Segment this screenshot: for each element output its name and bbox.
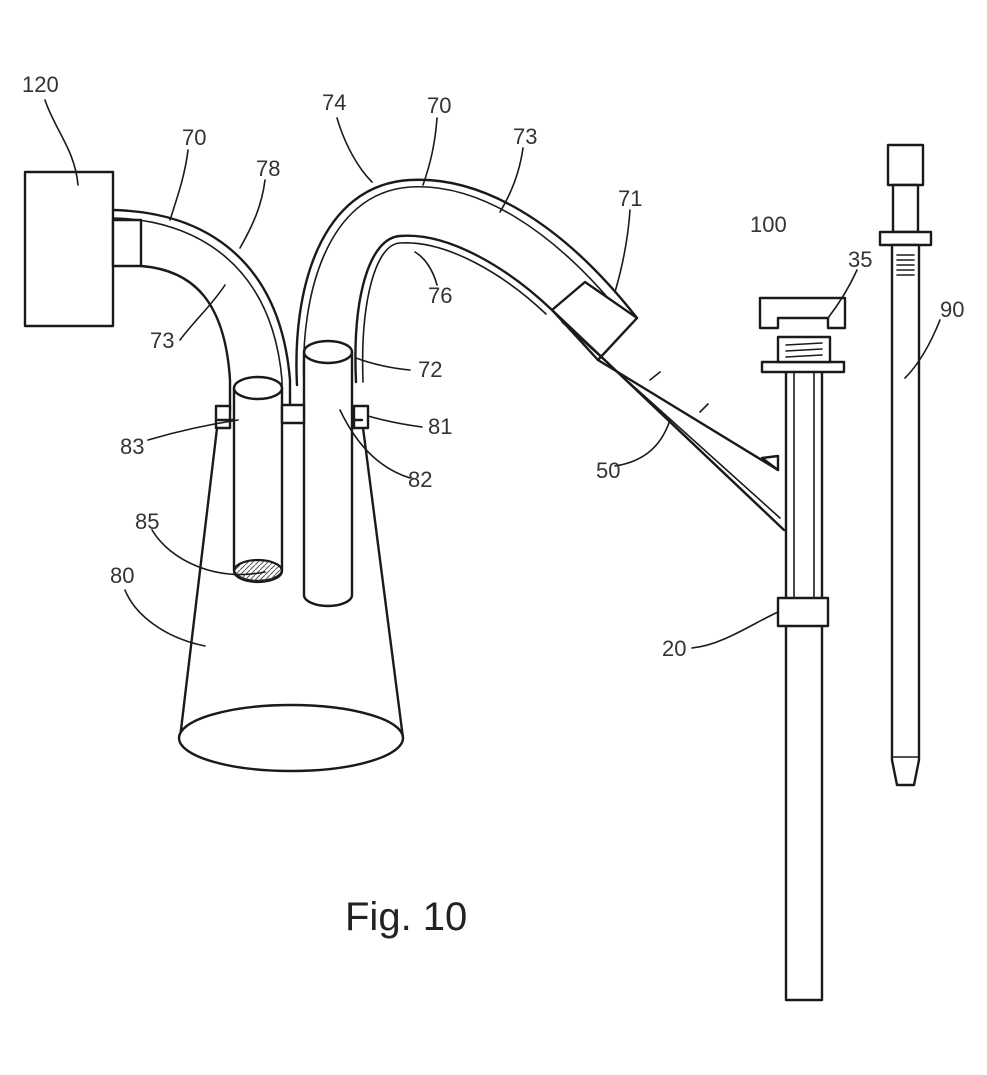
label-71: 71 — [618, 186, 642, 211]
tube-83 — [232, 375, 284, 584]
label-82: 82 — [408, 467, 432, 492]
label-70-top: 70 — [427, 93, 451, 118]
rod-90 — [878, 143, 933, 787]
thread-35 — [785, 342, 823, 358]
label-81: 81 — [428, 414, 452, 439]
label-120: 120 — [22, 72, 59, 97]
left-tube-70 — [111, 208, 292, 412]
label-73-left: 73 — [150, 328, 174, 353]
bridge-piece — [280, 403, 306, 425]
box-120 — [23, 170, 143, 328]
leader-lines — [44, 99, 941, 649]
label-73-top: 73 — [513, 124, 537, 149]
label-72: 72 — [418, 357, 442, 382]
label-50: 50 — [596, 458, 620, 483]
label-76: 76 — [428, 283, 452, 308]
collar-20 — [776, 596, 830, 628]
label-83: 83 — [120, 434, 144, 459]
label-80: 80 — [110, 563, 134, 588]
tube-82 — [302, 339, 354, 608]
connector-71 — [550, 280, 639, 362]
figure-caption: Fig. 10 — [345, 895, 467, 939]
label-85: 85 — [135, 509, 159, 534]
filter-85 — [232, 558, 284, 584]
label-78: 78 — [256, 156, 280, 181]
label-74: 74 — [322, 90, 346, 115]
label-20: 20 — [662, 636, 686, 661]
arm-50 — [550, 308, 786, 532]
reference-labels: 120 70 78 74 70 73 71 100 35 90 73 76 72… — [22, 72, 964, 661]
label-70-left: 70 — [182, 125, 206, 150]
label-100: 100 — [750, 212, 787, 237]
container-80 — [177, 404, 405, 773]
vertical-tube — [760, 335, 846, 1002]
label-90: 90 — [940, 297, 964, 322]
top-tube-70 — [295, 178, 639, 387]
label-35: 35 — [848, 247, 872, 272]
